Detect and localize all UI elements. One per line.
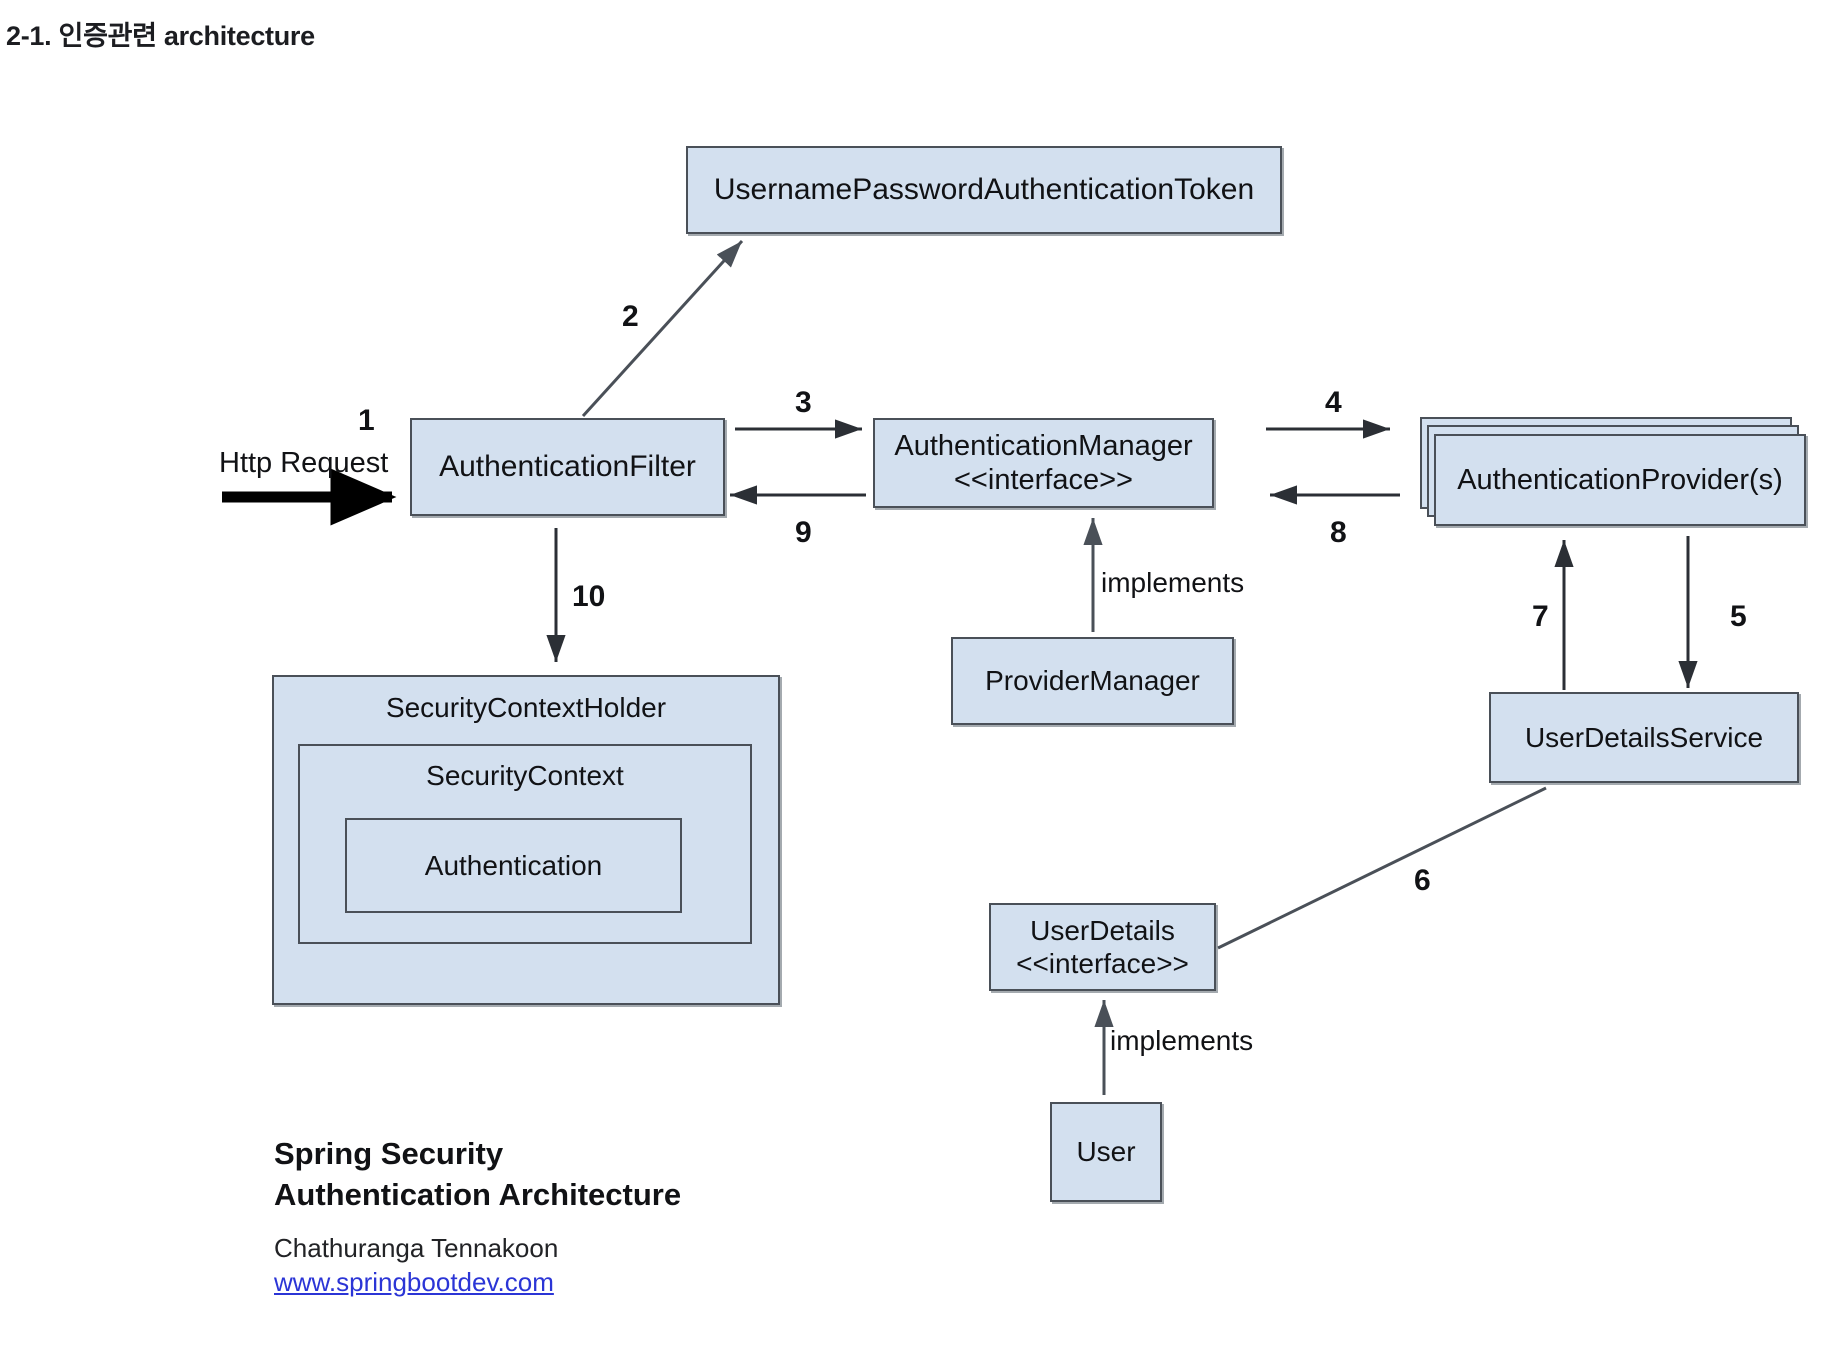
node-security-context[interactable]: SecurityContext [298, 744, 752, 944]
node-label: UserDetails <<interface>> [1016, 914, 1189, 979]
caption-link[interactable]: www.springbootdev.com [274, 1266, 554, 1297]
edge-label-step-10: 10 [572, 580, 606, 613]
diagram-caption: Spring Security Authentication Architect… [274, 1134, 681, 1299]
edge-label-step-2: 2 [622, 300, 639, 333]
edge-label-step-8: 8 [1330, 516, 1347, 549]
edge-label-step-6: 6 [1414, 864, 1431, 897]
page-title: 2-1. 인증관련 architecture [6, 21, 315, 51]
edge-step-2 [581, 239, 744, 418]
node-authentication-filter[interactable]: AuthenticationFilter [410, 418, 725, 516]
node-label: UsernamePasswordAuthenticationToken [713, 173, 1255, 207]
edge-label-step-3: 3 [795, 386, 812, 419]
node-user-details-service[interactable]: UserDetailsService [1489, 692, 1799, 783]
node-security-context-holder[interactable]: SecurityContextHolder [272, 675, 780, 1005]
node-label: SecurityContextHolder [385, 692, 667, 723]
node-authentication-manager[interactable]: AuthenticationManager <<interface>> [873, 418, 1214, 508]
edge-label-implements-provider-manager: implements [1101, 567, 1245, 598]
node-label: User [1076, 1136, 1136, 1168]
node-label: UserDetailsService [1524, 721, 1764, 753]
node-username-password-authentication-token[interactable]: UsernamePasswordAuthenticationToken [686, 146, 1282, 234]
edge-label-step-4: 4 [1325, 386, 1342, 419]
node-user-details[interactable]: UserDetails <<interface>> [989, 903, 1216, 991]
node-user[interactable]: User [1050, 1102, 1162, 1202]
edge-label-http-request: Http Request [219, 447, 389, 479]
caption-title: Spring Security Authentication Architect… [274, 1136, 682, 1212]
node-label: Authentication [424, 849, 603, 881]
node-label: AuthenticationProvider(s) [1457, 463, 1783, 496]
node-label: ProviderManager [985, 665, 1200, 697]
node-authentication-provider[interactable]: AuthenticationProvider(s) [1434, 434, 1806, 526]
node-provider-manager[interactable]: ProviderManager [951, 637, 1234, 725]
node-authentication[interactable]: Authentication [345, 818, 682, 913]
edge-label-step-7: 7 [1532, 600, 1549, 633]
edge-label-step-5: 5 [1730, 600, 1747, 633]
node-label: AuthenticationManager <<interface>> [894, 429, 1193, 496]
node-label: SecurityContext [426, 760, 624, 791]
caption-author: Chathuranga Tennakoon [274, 1232, 559, 1263]
node-label: AuthenticationFilter [439, 450, 696, 484]
edge-label-step-9: 9 [795, 516, 812, 549]
edge-label-step-1: 1 [358, 404, 375, 437]
edge-step-6 [1217, 786, 1547, 950]
edge-label-implements-user: implements [1110, 1025, 1254, 1056]
